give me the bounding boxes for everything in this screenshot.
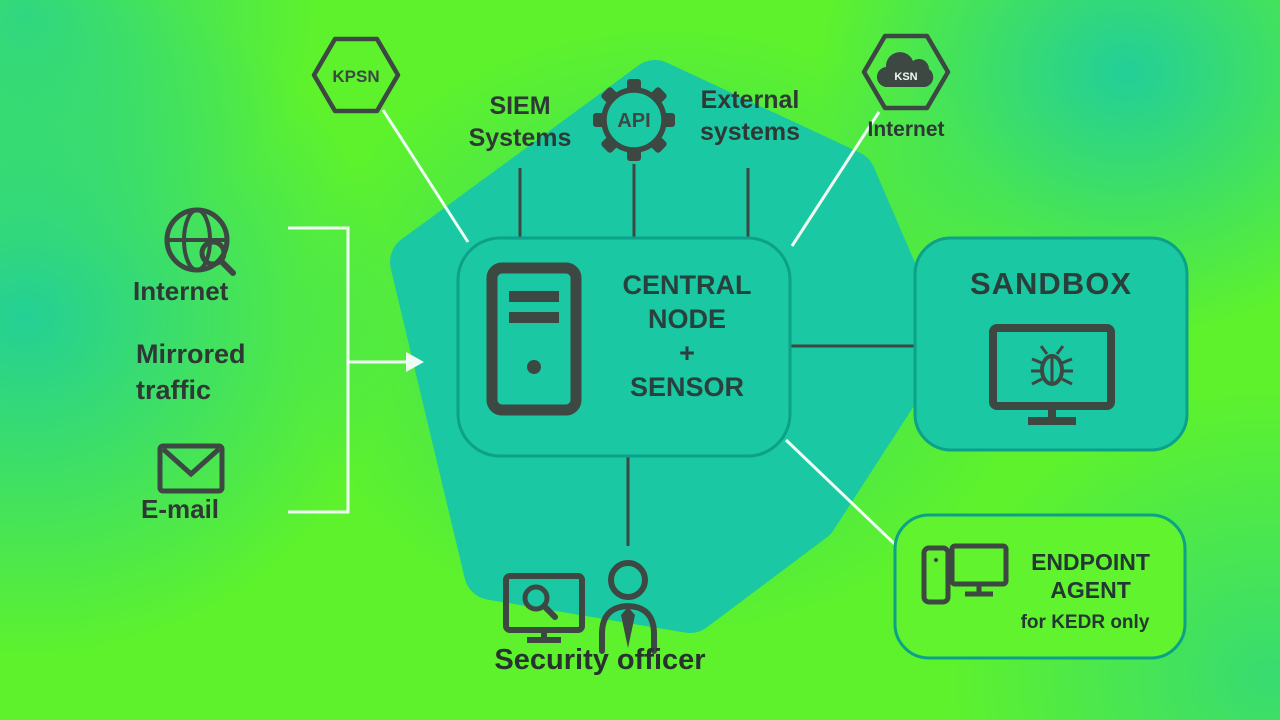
email-envelope-icon	[157, 443, 225, 494]
internet-globe-icon	[164, 207, 236, 276]
endpoint-agent-note: for KEDR only	[1020, 612, 1150, 633]
server-icon	[486, 262, 582, 416]
internet-label: Internet	[133, 276, 229, 306]
arrowhead-icon	[406, 352, 424, 372]
bracket-left-inputs	[288, 226, 350, 514]
mirrored-traffic-label: Mirrored traffic	[136, 339, 246, 405]
sandbox-box	[913, 236, 1189, 452]
external-systems-label: External systems	[699, 86, 801, 146]
endpoint-agent-label: ENDPOINT AGENT	[1031, 549, 1150, 603]
endpoint-computer-icon	[921, 543, 1009, 605]
api-gear-icon: API	[593, 79, 675, 161]
email-label: E-mail	[141, 494, 220, 524]
line-kpsn-node	[381, 109, 470, 243]
security-officer-icon	[503, 560, 657, 654]
line-ksn-node	[790, 111, 881, 247]
endpoint-agent-box	[893, 513, 1187, 660]
ksn-internet-label: Internet	[867, 118, 945, 141]
kpsn-hexagon-icon: KPSN	[311, 36, 401, 114]
ksn-label: KSN	[894, 71, 917, 83]
white-connector-lines	[288, 109, 905, 554]
sandbox-label: SANDBOX	[969, 266, 1132, 301]
line-node-endpoint	[784, 438, 905, 554]
central-node-label: CENTRAL NODE + SENSOR	[622, 270, 752, 402]
kpsn-label: KPSN	[332, 67, 379, 86]
api-label: API	[617, 110, 650, 132]
sandbox-bug-monitor-icon	[989, 324, 1115, 425]
siem-systems-label: SIEM Systems	[468, 92, 572, 152]
dark-connector-lines	[518, 164, 915, 546]
security-officer-label: Security officer	[494, 644, 706, 676]
ksn-cloud-hexagon-icon: KSN	[861, 33, 951, 111]
